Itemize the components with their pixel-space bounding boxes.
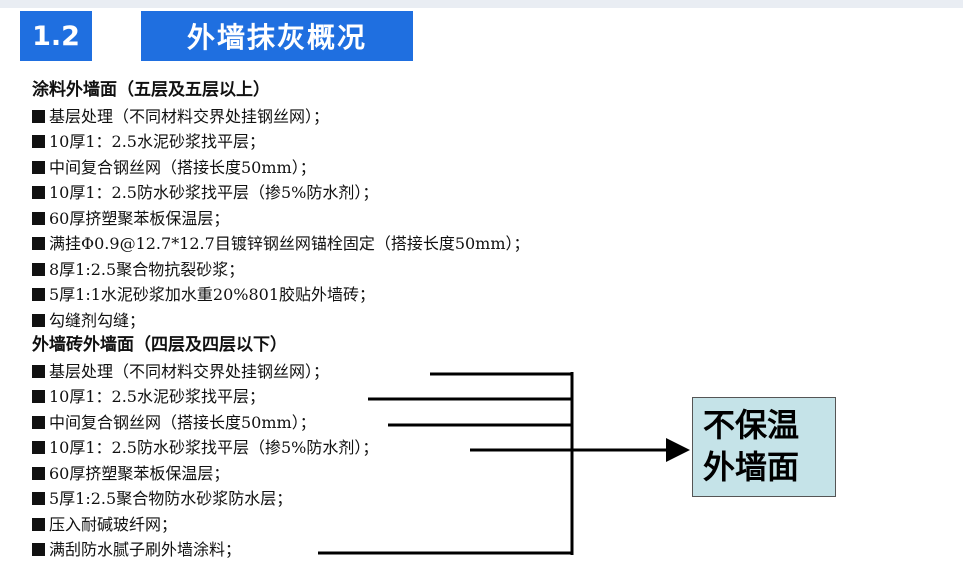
list-item: 60厚挤塑聚苯板保温层； xyxy=(32,461,672,487)
list-item: 中间复合钢丝网（搭接长度50mm）； xyxy=(32,410,672,436)
square-bullet-icon xyxy=(32,364,45,378)
list-item: 5厚1:2.5聚合物防水砂浆防水层； xyxy=(32,486,672,512)
list-item: 10厚1：2.5水泥砂浆找平层； xyxy=(32,384,672,410)
square-bullet-icon xyxy=(32,288,45,301)
section-number: 1.2 xyxy=(20,11,92,61)
square-bullet-icon xyxy=(32,441,45,454)
section-title: 外墙抹灰概况 xyxy=(141,11,413,61)
callout-line-2: 外墙面 xyxy=(703,448,800,486)
square-bullet-icon xyxy=(32,237,45,250)
square-bullet-icon xyxy=(32,415,45,429)
square-bullet-icon xyxy=(32,262,45,276)
content: 涂料外墙面（五层及五层以上） 基层处理（不同材料交界处挂钢丝网）； 10厚1：2… xyxy=(32,78,672,563)
square-bullet-icon xyxy=(32,390,45,403)
list-item: 基层处理（不同材料交界处挂钢丝网）； xyxy=(32,104,672,130)
list-item: 10厚1：2.5水泥砂浆找平层； xyxy=(32,129,672,155)
callout-line-1: 不保温 xyxy=(703,406,800,444)
list-item: 基层处理（不同材料交界处挂钢丝网）； xyxy=(32,359,672,385)
square-bullet-icon xyxy=(32,313,45,327)
list-item: 60厚挤塑聚苯板保温层； xyxy=(32,206,672,232)
list-item: 勾缝剂勾缝； xyxy=(32,308,672,334)
list-item: 满挂Φ0.9@12.7*12.7目镀锌钢丝网锚栓固定（搭接长度50mm）； xyxy=(32,231,672,257)
callout-box: 不保温 外墙面 xyxy=(692,397,836,497)
list-item: 中间复合钢丝网（搭接长度50mm）； xyxy=(32,155,672,181)
square-bullet-icon xyxy=(32,109,45,123)
square-bullet-icon xyxy=(32,160,45,174)
list-item: 10厚1：2.5防水砂浆找平层（掺5%防水剂）； xyxy=(32,435,672,461)
square-bullet-icon xyxy=(32,186,45,199)
square-bullet-icon xyxy=(32,466,45,480)
square-bullet-icon xyxy=(32,135,45,148)
list-item: 5厚1:1水泥砂浆加水重20%801胶贴外墙砖； xyxy=(32,282,672,308)
square-bullet-icon xyxy=(32,517,45,531)
square-bullet-icon xyxy=(32,211,45,225)
coating-wall-heading: 涂料外墙面（五层及五层以上） xyxy=(32,80,270,100)
square-bullet-icon xyxy=(32,543,45,556)
list-item: 8厚1:2.5聚合物抗裂砂浆； xyxy=(32,257,672,283)
top-bar xyxy=(0,0,963,8)
list-item: 压入耐碱玻纤网； xyxy=(32,512,672,538)
tile-wall-heading: 外墙砖外墙面（四层及四层以下） xyxy=(32,335,287,355)
square-bullet-icon xyxy=(32,492,45,505)
list-item: 10厚1：2.5防水砂浆找平层（掺5%防水剂）； xyxy=(32,180,672,206)
list-item: 满刮防水腻子刷外墙涂料； xyxy=(32,537,672,563)
